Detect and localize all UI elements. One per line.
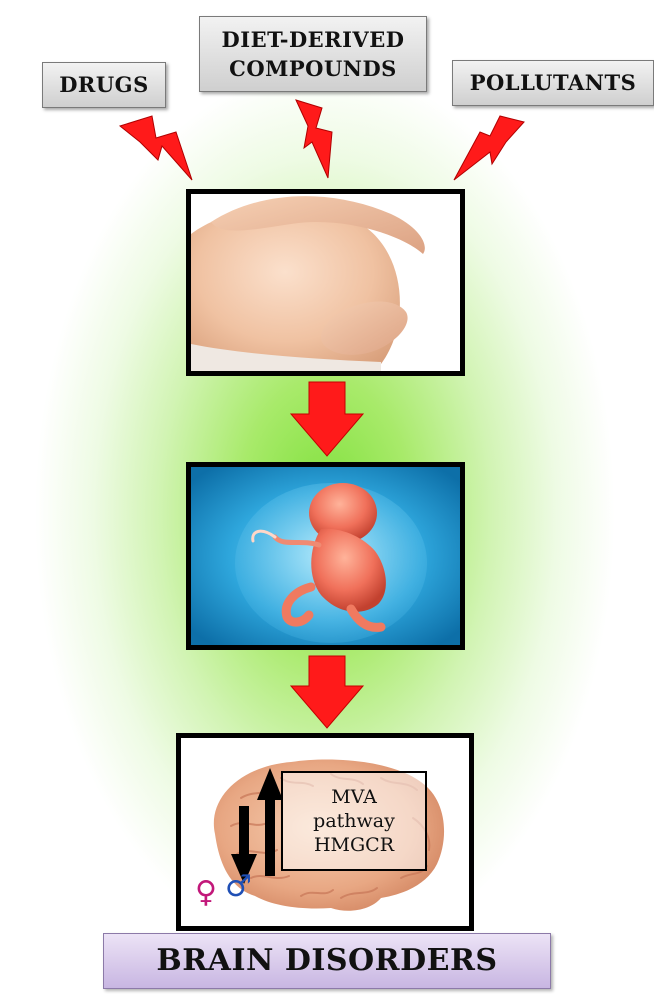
female-symbol-icon: ♀ [195,878,217,908]
fetus-in-womb-image [191,467,460,645]
male-symbol-icon: ♂ [225,872,252,902]
pregnant-belly-image [191,194,460,371]
pollutants-label: POLLUTANTS [452,60,654,106]
lightning-bolt-icon [292,96,338,180]
diet-label-line2: COMPOUNDS [200,54,426,83]
mva-text: MVA [283,785,425,809]
mva-pathway-box: MVA pathway HMGCR [281,771,427,871]
pathway-text: pathway [283,809,425,833]
down-arrow-icon [289,380,365,458]
fetus-photo [186,462,465,650]
diet-label-line1: DIET-DERIVED [200,25,426,54]
lightning-bolt-icon [450,112,528,184]
hmgcr-text: HMGCR [283,833,425,857]
down-arrow-icon [289,654,365,730]
drugs-label: DRUGS [42,62,166,108]
brain-disorders-label: BRAIN DISORDERS [103,933,551,989]
lightning-bolt-icon [116,112,198,184]
pregnancy-photo [186,189,465,376]
diet-derived-compounds-label: DIET-DERIVED COMPOUNDS [199,16,427,92]
brain-panel: MVA pathway HMGCR ♀ ♂ [176,733,474,931]
